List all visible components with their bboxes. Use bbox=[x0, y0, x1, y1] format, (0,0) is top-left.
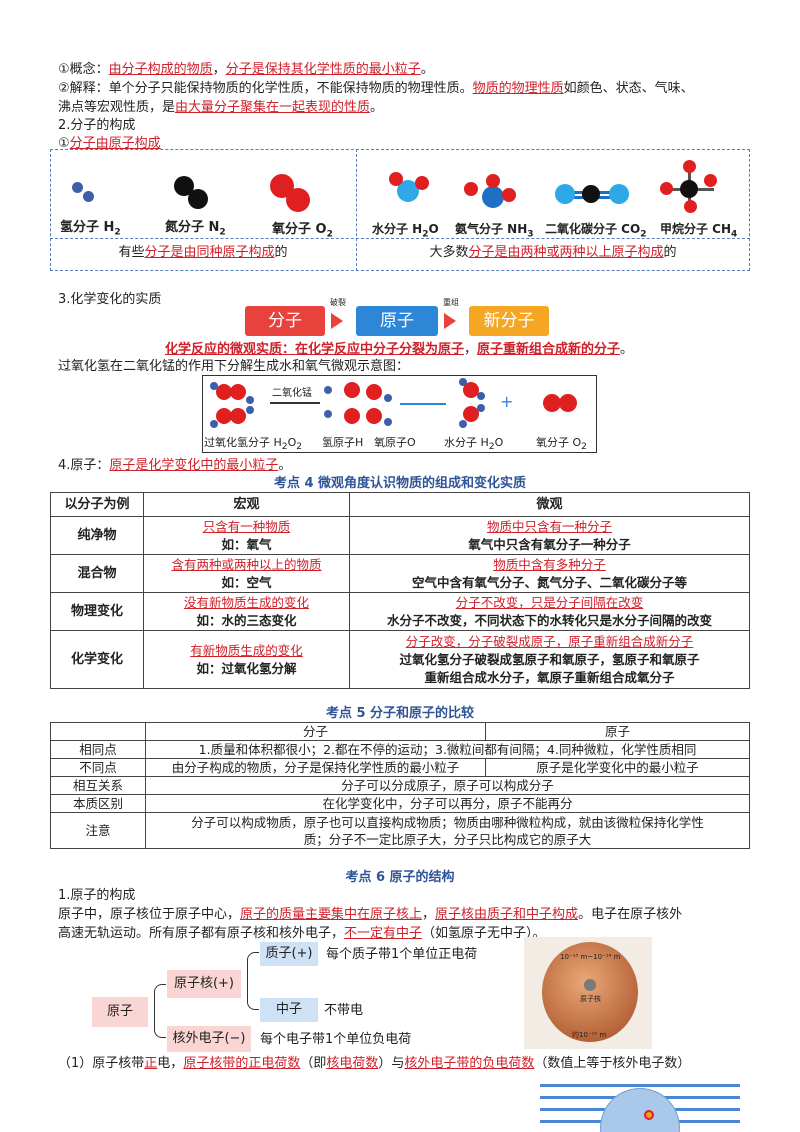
co2-label: 二氧化碳分子 CO2 bbox=[545, 222, 647, 240]
table-row: 相同点 1.质量和体积都很小；2.都在不停的运动；3.微粒间都有间隔；4.同种微… bbox=[50, 740, 750, 759]
molecule-box bbox=[50, 149, 750, 271]
label-h: 氢原子H bbox=[322, 436, 364, 449]
bracket bbox=[247, 952, 259, 1010]
electron-box: 核外电子(−) bbox=[167, 1026, 251, 1052]
table-row: 本质区别 在化学变化中，分子可以再分，原子不能再分 bbox=[50, 794, 750, 813]
arrow-label: 重组 bbox=[443, 298, 459, 307]
pill-molecule: 分子 bbox=[245, 306, 325, 336]
note-left: 有些分子是由同种原子构成的 bbox=[118, 245, 288, 260]
subsection: ①分子由原子构成 bbox=[58, 134, 161, 153]
header-cell: 以分子为例 bbox=[50, 492, 144, 517]
ch4-molecule-icon bbox=[660, 160, 720, 216]
text: 。 bbox=[420, 62, 434, 77]
atoms-icon bbox=[322, 380, 392, 430]
pill-atom: 原子 bbox=[356, 306, 438, 336]
ch4-label: 甲烷分子 CH4 bbox=[660, 222, 738, 240]
reaction-essence: 化学反应的微观实质：在化学反应中分子分裂为原子，原子重新组合成新的分子。 bbox=[165, 342, 634, 357]
atom-illustration bbox=[540, 1078, 740, 1132]
explain-line-2: 沸点等宏观性质，是由大量分子聚集在一起表现的性质。 bbox=[58, 98, 758, 117]
image-label: 10⁻¹⁵ m~10⁻¹⁴ m bbox=[560, 953, 621, 961]
text: 。 bbox=[370, 100, 384, 115]
nh3-molecule-icon bbox=[460, 172, 520, 218]
pill-new-molecule: 新分子 bbox=[469, 306, 549, 336]
text: ， bbox=[212, 62, 226, 77]
n2-molecule-icon bbox=[172, 172, 222, 212]
concept-line: ①概念：由分子构成的物质，分子是保持其化学性质的最小粒子。 bbox=[58, 60, 758, 79]
highlight: 物质的物理性质 bbox=[472, 81, 564, 96]
table-row: 纯净物 只含有一种物质如：氧气 物质中只含有一种分子氧气中只含有氧分子一种分子 bbox=[50, 516, 750, 555]
divider bbox=[50, 238, 750, 239]
highlight: 由分子构成的物质 bbox=[108, 62, 213, 77]
o2-molecule-icon bbox=[268, 172, 318, 214]
explain-line: ②解释：单个分子只能保持物质的化学性质，不能保持物质的物理性质。物质的物理性质如… bbox=[58, 79, 758, 98]
paragraph: 原子中，原子核位于原子中心，原子的质量主要集中在原子核上，原子核由质子和中子构成… bbox=[58, 907, 683, 922]
text: ①概念： bbox=[58, 62, 109, 77]
text: 沸点等宏观性质，是 bbox=[58, 100, 176, 115]
highlight: 由大量分子聚集在一起表现的性质 bbox=[175, 100, 371, 115]
arrow-icon bbox=[331, 313, 343, 329]
divider bbox=[356, 149, 357, 271]
image-label: 原子核 bbox=[580, 995, 601, 1003]
kp5-title: 考点 5 分子和原子的比较 bbox=[325, 706, 475, 721]
h2o-label: 水分子 H2O bbox=[372, 222, 439, 240]
kp6-title: 考点 6 原子的结构 bbox=[345, 870, 455, 885]
reaction-arrow bbox=[270, 402, 320, 404]
plus-sign: + bbox=[500, 392, 514, 411]
n2-label: 氮分子 N2 bbox=[165, 220, 226, 238]
label-o: 氧原子O bbox=[374, 436, 416, 449]
proton-box: 质子(+) bbox=[260, 942, 318, 966]
h2o2-text: 过氧化氢在二氧化锰的作用下分解生成水和氧气微观示意图： bbox=[58, 359, 410, 374]
h2o-molecule-icon bbox=[385, 172, 435, 216]
text: 如颜色、状态、气味、 bbox=[563, 81, 694, 96]
highlight: 分子是保持其化学性质的最小粒子 bbox=[225, 62, 421, 77]
water-molecules-icon bbox=[455, 378, 491, 432]
note-right: 大多数分子是由两种或两种以上原子构成的 bbox=[429, 245, 677, 260]
highlight: 分子由原子构成 bbox=[69, 136, 161, 151]
nh3-label: 氨气分子 NH3 bbox=[455, 222, 534, 240]
catalyst-label: 二氧化锰 bbox=[272, 388, 312, 399]
label-h2o2: 过氧化氢分子 H2O2 bbox=[204, 436, 303, 453]
atom-box: 原子 bbox=[92, 997, 148, 1027]
arrow-icon bbox=[444, 313, 456, 329]
image-label: 约10⁻¹⁰ m bbox=[572, 1031, 607, 1039]
paragraph: 高速无轨运动。所有原子都有原子核和核外电子，不一定有中子（如氢原子无中子）。 bbox=[58, 926, 546, 941]
bracket bbox=[154, 984, 166, 1038]
h2-label: 氢分子 H2 bbox=[60, 220, 121, 238]
o2-label: 氧分子 O2 bbox=[272, 222, 333, 240]
reaction-diagram bbox=[202, 375, 597, 453]
kp5-table: 分子 原子 相同点 1.质量和体积都很小；2.都在不停的运动；3.微粒间都有间隔… bbox=[50, 722, 750, 849]
section-title: 1.原子的构成 bbox=[58, 888, 136, 903]
reaction-arrow bbox=[400, 403, 446, 405]
table-row: 物理变化 没有新物质生成的变化如：水的三态变化 分子不改变，只是分子间隔在改变水… bbox=[50, 592, 750, 631]
text: ②解释：单个分子只能保持物质的化学性质，不能保持物质的物理性质。 bbox=[58, 81, 473, 96]
h2o2-molecules-icon bbox=[206, 380, 264, 432]
atom-definition: 4.原子：原子是化学变化中的最小粒子。 bbox=[58, 458, 292, 473]
table-row: 不同点 由分子构成的物质，分子是保持化学性质的最小粒子 原子是化学变化中的最小粒… bbox=[50, 758, 750, 777]
header-cell: 微观 bbox=[349, 492, 750, 517]
header-cell: 宏观 bbox=[143, 492, 350, 517]
atom-image: 10⁻¹⁵ m~10⁻¹⁴ m 原子核 约10⁻¹⁰ m bbox=[524, 937, 652, 1049]
oxygen-molecule-icon bbox=[543, 394, 583, 414]
neutron-desc: 不带电 bbox=[324, 1003, 364, 1018]
kp4-title: 考点 4 微观角度认识物质的组成和变化实质 bbox=[273, 476, 527, 491]
section-title: 3.化学变化的实质 bbox=[58, 292, 162, 307]
co2-molecule-icon bbox=[555, 182, 631, 210]
text: ① bbox=[58, 136, 70, 151]
kp4-table: 以分子为例 宏观 微观 纯净物 只含有一种物质如：氧气 物质中只含有一种分子氧气… bbox=[50, 492, 750, 689]
label-oxygen: 氧分子 O2 bbox=[536, 436, 587, 453]
nucleus-box: 原子核(+) bbox=[167, 970, 241, 998]
electron-desc: 每个电子带1个单位负电荷 bbox=[260, 1032, 412, 1047]
section-title: 2.分子的构成 bbox=[58, 118, 136, 133]
h2-molecule-icon bbox=[70, 180, 100, 205]
arrow-label: 破裂 bbox=[330, 298, 346, 307]
proton-desc: 每个质子带1个单位正电荷 bbox=[326, 947, 478, 962]
table-row: 混合物 含有两种或两种以上的物质如：空气 物质中含有多种分子空气中含有氧气分子、… bbox=[50, 554, 750, 593]
table-row: 相互关系 分子可以分成原子，原子可以构成分子 bbox=[50, 776, 750, 795]
table-row: 注意 分子可以构成物质，原子也可以直接构成物质；物质由哪种微粒构成，就由该微粒保… bbox=[50, 812, 750, 849]
neutron-box: 中子 bbox=[260, 998, 318, 1022]
paragraph: （1）原子核带正电，原子核带的正电荷数（即核电荷数）与核外电子带的负电荷数（数值… bbox=[58, 1056, 691, 1071]
table-row: 分子 原子 bbox=[50, 722, 750, 741]
label-water: 水分子 H2O bbox=[444, 436, 504, 453]
table-row: 化学变化 有新物质生成的变化如：过氧化氢分解 分子改变，分子破裂成原子，原子重新… bbox=[50, 630, 750, 689]
